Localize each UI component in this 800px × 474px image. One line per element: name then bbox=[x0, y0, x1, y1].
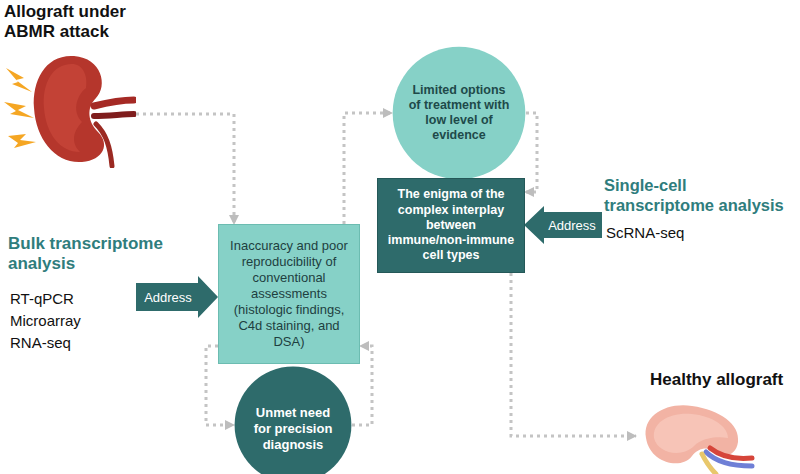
process-box: The enigma of the complex interplay betw… bbox=[377, 178, 525, 273]
node-text: The enigma of the complex interplay betw… bbox=[386, 187, 516, 263]
method-name: RNA-seq bbox=[10, 334, 71, 352]
method-name: ScRNA-seq bbox=[606, 224, 684, 242]
healthy-kidney: Healthy allograft bbox=[632, 370, 782, 474]
kidney-illustration bbox=[4, 48, 136, 168]
need-circle: Unmet need for precision diagnosis bbox=[234, 366, 352, 474]
section-heading: Bulk transcriptome analysis bbox=[8, 234, 218, 275]
dotted-connector bbox=[525, 113, 537, 192]
section-heading: Single-cell transcriptome analysis bbox=[604, 176, 798, 216]
diseased-kidney: Allograft under ABMR attack bbox=[4, 2, 154, 170]
process-box: Inaccuracy and poor reproducibility of c… bbox=[218, 224, 360, 364]
treatment-circle: Limited options of treatment with low le… bbox=[392, 46, 526, 180]
dotted-connector bbox=[136, 114, 234, 224]
kidney-illustration bbox=[636, 398, 756, 474]
address-arrow: Address bbox=[136, 276, 218, 318]
node-text: Inaccuracy and poor reproducibility of c… bbox=[227, 238, 351, 349]
dotted-connector bbox=[511, 273, 636, 436]
arrow-text: Address bbox=[548, 218, 596, 233]
node-text: Limited options of treatment with low le… bbox=[405, 83, 513, 144]
kidney-heading: Allograft under ABMR attack bbox=[4, 2, 144, 43]
arrow-text: Address bbox=[144, 290, 192, 305]
node-text: Unmet need for precision diagnosis bbox=[247, 405, 339, 453]
address-arrow: Address bbox=[524, 206, 602, 244]
method-name: Microarray bbox=[10, 312, 81, 330]
method-name: RT-qPCR bbox=[10, 290, 74, 308]
kidney-heading: Healthy allograft bbox=[650, 370, 783, 390]
